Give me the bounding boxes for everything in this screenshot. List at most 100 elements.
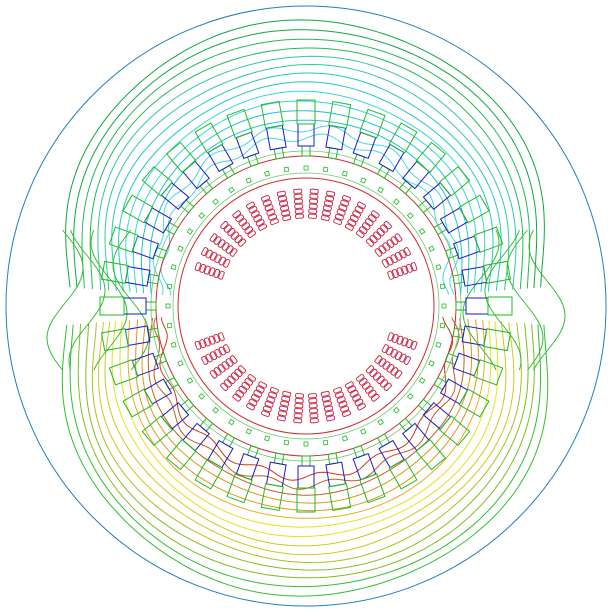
rotor-bar-segment bbox=[382, 242, 391, 251]
slot-body bbox=[141, 165, 174, 197]
rotor-bar-segment bbox=[396, 267, 404, 277]
rotor-bar-segment bbox=[341, 410, 351, 417]
slot-body bbox=[296, 99, 316, 125]
rotor-tooth-tip bbox=[418, 377, 426, 384]
rotor-bar bbox=[320, 390, 336, 422]
rotor-bar bbox=[209, 233, 238, 257]
slot-body bbox=[473, 359, 504, 386]
rotor-bar bbox=[276, 190, 292, 222]
slot-body bbox=[487, 296, 513, 316]
rotor-bar-segment bbox=[237, 238, 247, 247]
rotor-bar bbox=[232, 373, 257, 402]
rotor-tooth-tip bbox=[303, 165, 309, 171]
rotor-bar bbox=[320, 190, 336, 222]
flux-line-upper bbox=[73, 29, 538, 289]
rotor-bar-segment bbox=[261, 195, 271, 202]
rotor-bar bbox=[374, 233, 403, 257]
rotor-bar-segment bbox=[266, 209, 276, 216]
flux-line-lower bbox=[69, 324, 541, 588]
rotor-tooth-tip bbox=[264, 170, 271, 177]
rotor-bar-segment bbox=[373, 372, 382, 381]
rotor-bar-segment bbox=[333, 218, 343, 226]
rotor-bar-segment bbox=[394, 251, 403, 261]
rotor-tooth-tip bbox=[303, 441, 309, 447]
rotor-bar-segment bbox=[251, 394, 260, 402]
rotor-bars bbox=[194, 188, 418, 424]
rotor-bar-segment bbox=[309, 408, 319, 414]
flux-line-upper bbox=[89, 47, 524, 290]
rotor-bar-segment bbox=[338, 204, 348, 212]
rotor-bar-segment bbox=[322, 400, 332, 407]
rotor-bar bbox=[345, 201, 366, 231]
rotor-bar-segment bbox=[282, 215, 292, 222]
rotor-bar-segment bbox=[241, 381, 250, 390]
slot-body bbox=[438, 165, 471, 197]
rotor-bar-segment bbox=[349, 214, 359, 222]
flux-line-lower bbox=[147, 318, 465, 496]
flux-line-lower bbox=[61, 324, 549, 597]
slot-body bbox=[328, 100, 352, 129]
rotor-bar-segment bbox=[205, 353, 213, 363]
rotor-bar-segment bbox=[247, 373, 257, 382]
slot-body bbox=[194, 458, 224, 490]
rotor-bar-segment bbox=[383, 382, 392, 391]
rotor-bar-segment bbox=[309, 193, 319, 199]
rotor-bar-segment bbox=[217, 239, 226, 248]
rotor-tooth-tip bbox=[165, 303, 171, 309]
rotor-bar-segment bbox=[255, 219, 265, 227]
rotor-bar-segment bbox=[194, 340, 202, 350]
rotor-bar-segment bbox=[378, 358, 387, 367]
rotor-bar-segment bbox=[308, 398, 318, 404]
rotor-bar-segment bbox=[357, 403, 366, 411]
rotor-bar-segment bbox=[390, 367, 399, 376]
stator-slot bbox=[376, 433, 418, 490]
rotor-bar-segment bbox=[234, 368, 243, 377]
rotor-bar bbox=[220, 365, 247, 391]
rotor-bar bbox=[246, 381, 267, 411]
rotor-bar-segment bbox=[295, 213, 305, 219]
rotor-bar-segment bbox=[209, 251, 218, 261]
rotor-bar-segment bbox=[340, 199, 350, 207]
rotor-bar-segment bbox=[378, 245, 387, 254]
stator-bore-outer bbox=[150, 150, 462, 462]
rotor-bar-segment bbox=[309, 198, 319, 204]
rotor-bar bbox=[201, 247, 231, 268]
stator-slot bbox=[376, 122, 418, 179]
rotor-bar-segment bbox=[293, 408, 303, 414]
rotor-bar-segment bbox=[382, 361, 391, 370]
rotor-bar-segment bbox=[295, 393, 305, 399]
slot-conductor bbox=[265, 124, 287, 151]
rotor-bar-segment bbox=[309, 188, 319, 194]
stator-slot bbox=[398, 141, 447, 195]
flux-line-upper bbox=[65, 19, 545, 288]
stator-slot bbox=[398, 417, 447, 471]
rotor-bar-segment bbox=[194, 262, 202, 272]
slot-conductor bbox=[297, 123, 315, 147]
rotor-bar-segment bbox=[309, 413, 319, 419]
stator-slot bbox=[452, 260, 512, 287]
slot-body bbox=[415, 141, 447, 174]
flux-line-lower bbox=[119, 320, 492, 528]
rotor-tooth-tip bbox=[322, 439, 329, 446]
rotor-bar-segment bbox=[406, 339, 413, 349]
rotor-bar bbox=[194, 262, 225, 280]
rotor-bar-segment bbox=[234, 235, 243, 244]
slot-body bbox=[359, 473, 386, 504]
rotor-bar-segment bbox=[362, 222, 371, 231]
rotor-tooth-tip bbox=[166, 283, 173, 290]
rotor-tooth-tip bbox=[166, 322, 173, 329]
rotor-bar-segment bbox=[362, 381, 371, 390]
rotor-tooth-tip bbox=[283, 166, 290, 173]
rotor-bar-segment bbox=[279, 405, 289, 412]
rotor-bar-segment bbox=[371, 393, 380, 402]
stator-slot bbox=[352, 444, 386, 504]
rotor-tooth-tip bbox=[245, 428, 252, 435]
rotor-bar-segment bbox=[269, 386, 279, 394]
side-flux-lines bbox=[46, 229, 566, 371]
slot-body bbox=[296, 487, 316, 513]
flux-line-upper bbox=[104, 63, 510, 291]
rotor-bar-segment bbox=[293, 193, 303, 199]
stator-slot bbox=[352, 108, 386, 168]
rotor-bar-segment bbox=[247, 230, 257, 239]
stator-bore bbox=[155, 155, 457, 457]
